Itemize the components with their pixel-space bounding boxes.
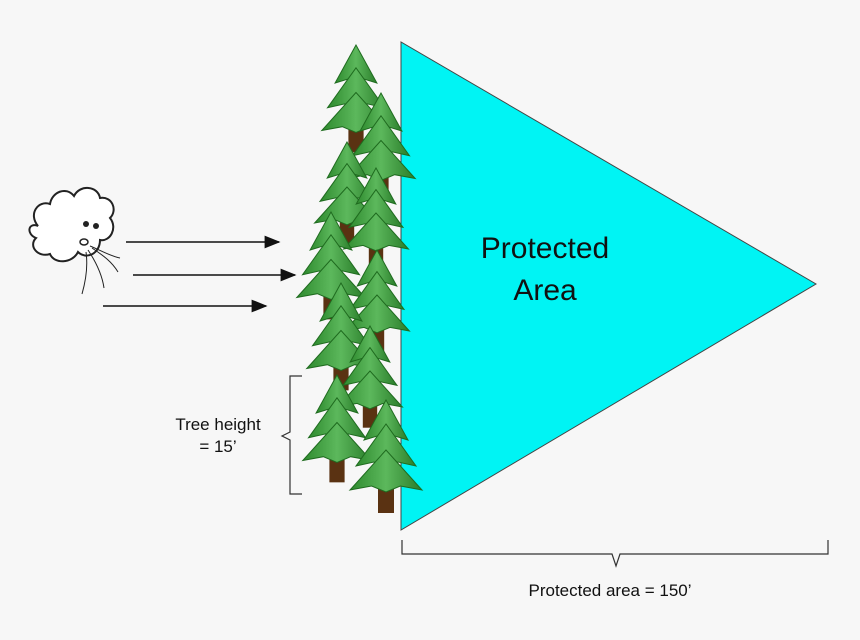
protected-area-label-line1: Protected	[430, 228, 660, 270]
tree-height-label: Tree height = 15’	[150, 414, 286, 458]
tree-height-label-line1: Tree height	[150, 414, 286, 436]
protected-area-label: Protected Area	[430, 228, 660, 312]
protected-area-label-line2: Area	[430, 270, 660, 312]
tree-height-label-line2: = 15’	[150, 436, 286, 458]
protected-width-label: Protected area = 150’	[480, 580, 740, 602]
protected-width-bracket	[402, 540, 828, 566]
wind-cloud-icon	[29, 188, 120, 294]
